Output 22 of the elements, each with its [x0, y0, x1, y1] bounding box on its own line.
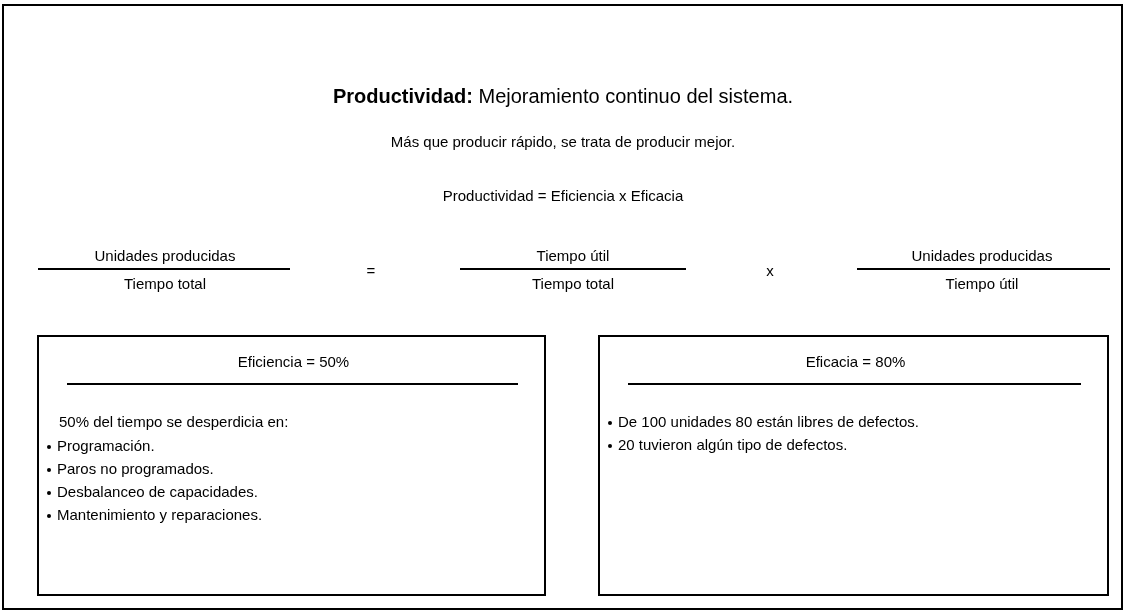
denominator-text: Tiempo total [124, 275, 206, 292]
box-heading: Eficiencia = 50% [237, 353, 350, 370]
bullet-item: De 100 unidades 80 están libres de defectos. [618, 413, 920, 430]
bullet-item: Programación. [57, 437, 155, 454]
box-heading: Eficacia = 80% [805, 353, 906, 370]
title-text: Productividad: Mejoramiento continuo del sistema. [332, 85, 794, 108]
bullet-item: Paros no programados. [57, 460, 214, 477]
numerator-text: Unidades producidas [94, 247, 236, 264]
bullet-item: 20 tuvieron algún tipo de defectos. [618, 436, 848, 453]
equals-sign: = [366, 262, 376, 279]
denominator-text: Tiempo útil [945, 275, 1019, 292]
times-sign: x [766, 262, 774, 279]
numerator-text: Unidades producidas [911, 247, 1053, 264]
metric-box [37, 335, 546, 596]
bullet-item: Desbalanceo de capacidades. [57, 483, 258, 500]
subtitle-text: Más que producir rápido, se trata de producir mejor. [390, 133, 736, 150]
bullet-item: Mantenimiento y reparaciones. [57, 506, 263, 523]
metric-box [598, 335, 1109, 596]
formula-text: Productividad = Eficiencia x Eficacia [442, 187, 684, 204]
denominator-text: Tiempo total [532, 275, 614, 292]
intro-text: 50% del tiempo se desperdicia en: [59, 413, 289, 430]
numerator-text: Tiempo útil [536, 247, 610, 264]
